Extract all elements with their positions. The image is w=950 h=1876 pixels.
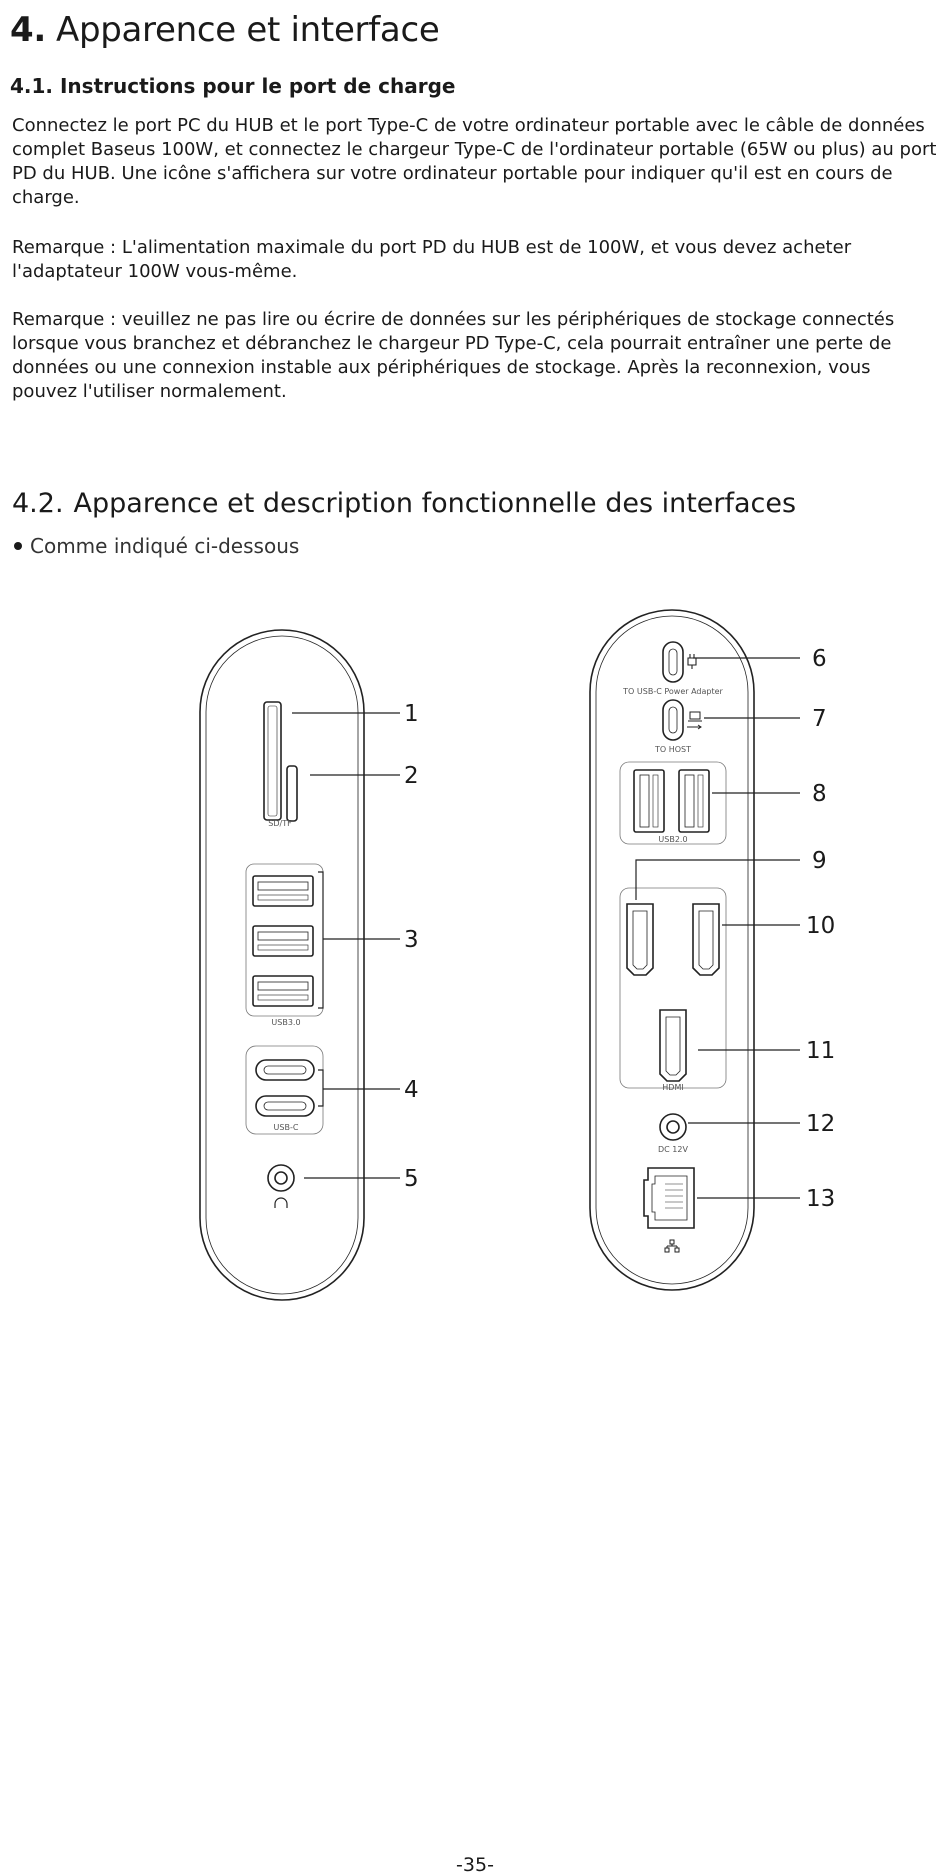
subsection-title: Apparence et description fonctionnelle d… [73, 488, 797, 519]
callout-number-2: 2 [404, 763, 419, 789]
subsection-heading-charging: 4.1. Instructions pour le port de charge [10, 74, 456, 98]
label-usb20: USB2.0 [658, 835, 687, 844]
dc-jack-icon [659, 1113, 687, 1141]
callout-line-9 [635, 859, 800, 900]
hdmi-port-2-icon [692, 903, 720, 976]
usb30-port-3-icon [252, 975, 314, 1007]
usbc-port-2-icon [255, 1095, 315, 1117]
label-to-host: TO HOST [654, 745, 691, 754]
page-number: -35- [456, 1854, 494, 1876]
bullet-dot-icon [14, 541, 22, 550]
section-number: 4. [10, 10, 46, 50]
subsection-number: 4.2. [12, 488, 64, 519]
paragraph-charging-instructions: Connectez le port PC du HUB et le port T… [12, 115, 937, 208]
usbc-host-port-icon [662, 699, 684, 741]
callout-number-4: 4 [404, 1077, 419, 1103]
bullet-item: Comme indiqué ci-dessous [14, 534, 299, 558]
left-device-outline [199, 629, 365, 1301]
callout-number-9: 9 [812, 848, 827, 874]
usb30-port-1-icon [252, 875, 314, 907]
callout-number-5: 5 [404, 1166, 419, 1192]
callout-number-12: 12 [806, 1111, 835, 1137]
paragraph-note-power: Remarque : L'alimentation maximale du po… [12, 237, 852, 282]
callout-number-1: 1 [404, 701, 419, 727]
label-hdmi: HDMI [662, 1083, 683, 1092]
usb20-port-1-icon [633, 769, 665, 833]
paragraph-note-storage: Remarque : veuillez ne pas lire ou écrir… [12, 309, 895, 402]
usb30-port-2-icon [252, 925, 314, 957]
callout-number-6: 6 [812, 646, 827, 672]
power-plug-icon [687, 654, 697, 669]
callout-line-3 [318, 871, 324, 1009]
callout-number-13: 13 [806, 1186, 835, 1212]
bullet-text: Comme indiqué ci-dessous [30, 534, 300, 558]
subsection-heading-interfaces: 4.2. Apparence et description fonctionnel… [12, 488, 796, 519]
section-heading: 4.Apparence et interface [10, 10, 440, 50]
usbc-port-1-icon [255, 1059, 315, 1081]
callout-number-10: 10 [806, 913, 835, 939]
laptop-usb-icon [687, 711, 702, 730]
callout-number-8: 8 [812, 781, 827, 807]
hdmi-group-frame [619, 887, 727, 1089]
usbc-power-port-icon [662, 641, 684, 683]
callout-number-7: 7 [812, 706, 827, 732]
label-usb30: USB3.0 [271, 1018, 300, 1027]
usb20-port-2-icon [678, 769, 710, 833]
tf-card-slot-icon [286, 765, 298, 822]
label-usbc: USB-C [274, 1123, 299, 1132]
audio-jack-icon [267, 1164, 295, 1192]
usbc-group-frame [245, 1045, 324, 1135]
usb20-group-frame [619, 761, 727, 845]
network-icon [664, 1239, 680, 1253]
right-device-outline [589, 609, 755, 1291]
hdmi-port-3-icon [659, 1009, 687, 1082]
hub-interface-diagram: SD/TF USB3.0 USB-C TO USB-C Power Adapte… [199, 609, 835, 1301]
section-title: Apparence et interface [55, 10, 440, 50]
callout-number-3: 3 [404, 927, 419, 953]
label-dc: DC 12V [658, 1145, 688, 1154]
hdmi-port-1-icon [626, 903, 654, 976]
ethernet-port-icon [643, 1167, 695, 1229]
label-power-adapter: TO USB-C Power Adapter [622, 687, 723, 696]
headphone-icon [274, 1197, 288, 1208]
sd-card-slot-icon [263, 701, 282, 821]
callout-number-11: 11 [806, 1038, 835, 1064]
label-sd-tf: SD/TF [268, 819, 292, 828]
callout-line-4 [318, 1069, 324, 1107]
